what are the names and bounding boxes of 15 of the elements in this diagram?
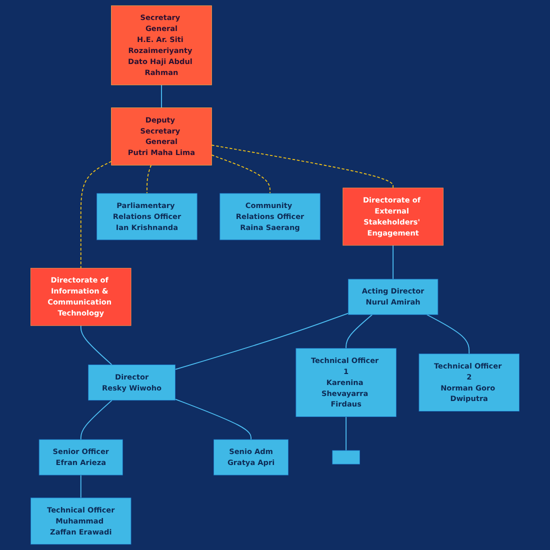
connector <box>426 314 470 354</box>
connector <box>80 325 112 366</box>
connector <box>211 144 394 188</box>
connector <box>346 416 347 451</box>
connector <box>80 160 112 269</box>
node-box <box>332 450 360 464</box>
connector <box>146 164 152 194</box>
connector <box>174 312 349 370</box>
connector <box>80 400 112 440</box>
connector <box>211 154 270 194</box>
connector <box>80 474 82 498</box>
connector <box>346 314 373 349</box>
connector <box>174 398 252 440</box>
connector <box>161 84 162 108</box>
connector <box>392 244 394 280</box>
